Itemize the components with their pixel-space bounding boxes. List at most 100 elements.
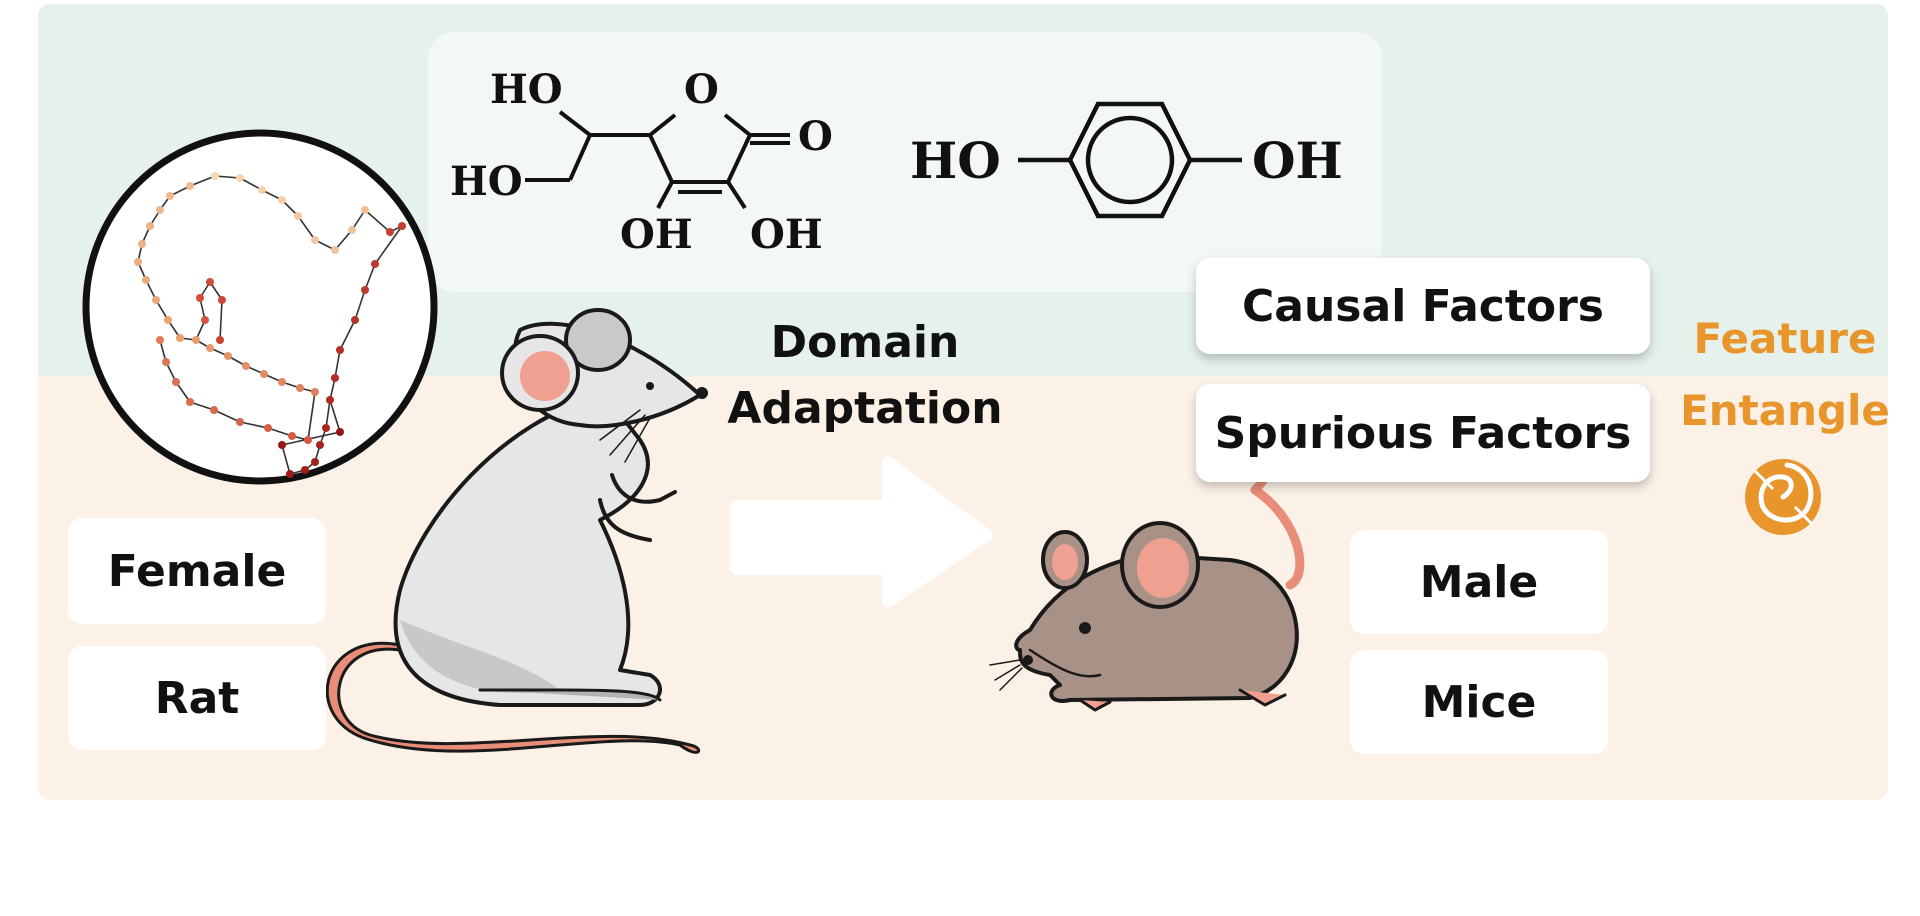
- graph-node: [176, 334, 184, 342]
- graph-node: [278, 378, 286, 386]
- graph-node: [371, 260, 379, 268]
- graph-node: [186, 182, 194, 190]
- atom-label: O: [798, 113, 833, 160]
- graph-node: [192, 336, 200, 344]
- graph-node: [294, 212, 302, 220]
- graph-node: [304, 436, 312, 444]
- feature-entangle-line1: Feature: [1693, 314, 1877, 363]
- graph-node: [311, 388, 319, 396]
- atom-label: HO: [910, 131, 1001, 190]
- graph-node: [142, 276, 150, 284]
- graph-node: [311, 236, 319, 244]
- graph-node: [210, 406, 218, 414]
- graph-node: [216, 336, 224, 344]
- spiral-icon: [1745, 459, 1821, 535]
- graph-node: [224, 352, 232, 360]
- molecular-graph-icon: [82, 129, 438, 485]
- graph-node: [164, 316, 172, 324]
- graph-node: [218, 296, 226, 304]
- target-attribute-mice: Mice: [1350, 650, 1608, 754]
- graph-node: [264, 424, 272, 432]
- graph-node: [286, 470, 294, 478]
- graph-edge: [307, 391, 316, 441]
- graph-node: [398, 222, 406, 230]
- graph-node: [316, 441, 324, 449]
- graph-node: [138, 240, 146, 248]
- graph-node: [134, 258, 142, 266]
- graph-node: [278, 196, 286, 204]
- graph-node: [331, 374, 339, 382]
- graph-node: [288, 432, 296, 440]
- ascorbic-acid-structure: [525, 110, 790, 210]
- graph-node: [166, 192, 174, 200]
- graph-node: [326, 396, 334, 404]
- atom-label: O: [684, 66, 719, 113]
- graph-edge: [281, 444, 291, 475]
- graph-edge: [329, 399, 341, 433]
- graph-edge: [189, 401, 215, 411]
- graph-node: [172, 378, 180, 386]
- graph-node: [258, 186, 266, 194]
- feature-entangle-label: Feature Entangle: [1680, 303, 1890, 447]
- graph-node: [206, 344, 214, 352]
- graph-node: [331, 246, 339, 254]
- mouse-icon: [989, 415, 1305, 712]
- graph-edge: [364, 209, 391, 233]
- causal-factors-box: Causal Factors: [1196, 258, 1650, 354]
- graph-edge: [213, 409, 241, 423]
- arrow-right-icon: [730, 456, 993, 608]
- feature-entangle-line2: Entangle: [1680, 386, 1890, 435]
- graph-edge: [334, 349, 341, 379]
- graph-node: [186, 398, 194, 406]
- graph-edge: [239, 177, 263, 191]
- graph-edge: [189, 175, 216, 187]
- graph-node: [242, 362, 250, 370]
- target-attribute-male: Male: [1350, 530, 1608, 634]
- domain-adaptation-line1: Domain: [770, 317, 960, 368]
- graph-edge: [219, 299, 223, 341]
- graph-node: [236, 174, 244, 182]
- hydroquinone-labels: HO OH: [910, 131, 1343, 190]
- graph-node: [336, 346, 344, 354]
- atom-label: OH: [620, 211, 693, 258]
- graph-edge: [339, 319, 356, 351]
- graph-edge: [267, 427, 293, 437]
- graph-edge: [364, 263, 376, 291]
- graph-node: [206, 278, 214, 286]
- graph-edge: [297, 215, 316, 241]
- domain-adaptation-line2: Adaptation: [727, 383, 1003, 434]
- graph-node: [146, 222, 154, 230]
- graph-node: [348, 226, 356, 234]
- graph-node: [301, 466, 309, 474]
- graph-edge: [239, 421, 269, 429]
- graph-node: [336, 428, 344, 436]
- graph-node: [322, 424, 330, 432]
- graph-edge: [334, 229, 353, 251]
- domain-adaptation-label: Domain Adaptation: [700, 310, 1030, 442]
- spurious-factors-box: Spurious Factors: [1196, 384, 1650, 482]
- graph-node: [211, 172, 219, 180]
- rat-icon: [325, 308, 708, 754]
- atom-label: OH: [1252, 131, 1343, 190]
- ascorbic-acid-labels: HO HO O O OH OH: [450, 66, 833, 258]
- hydroquinone-structure: [1018, 101, 1242, 219]
- graph-node: [361, 286, 369, 294]
- source-attribute-rat: Rat: [68, 646, 326, 750]
- graph-node: [201, 316, 209, 324]
- graph-node: [311, 458, 319, 466]
- graph-node: [351, 316, 359, 324]
- graph-edge: [325, 399, 331, 429]
- source-attribute-female: Female: [68, 518, 326, 624]
- graph-edge: [354, 289, 366, 321]
- graph-node: [278, 441, 286, 449]
- graph-node: [260, 370, 268, 378]
- graph-node: [156, 206, 164, 214]
- graph-edge: [374, 225, 403, 265]
- atom-label: HO: [450, 158, 523, 205]
- atom-label: HO: [490, 66, 563, 113]
- graph-node: [162, 358, 170, 366]
- graph-node: [361, 206, 369, 214]
- graph-edge: [175, 381, 191, 403]
